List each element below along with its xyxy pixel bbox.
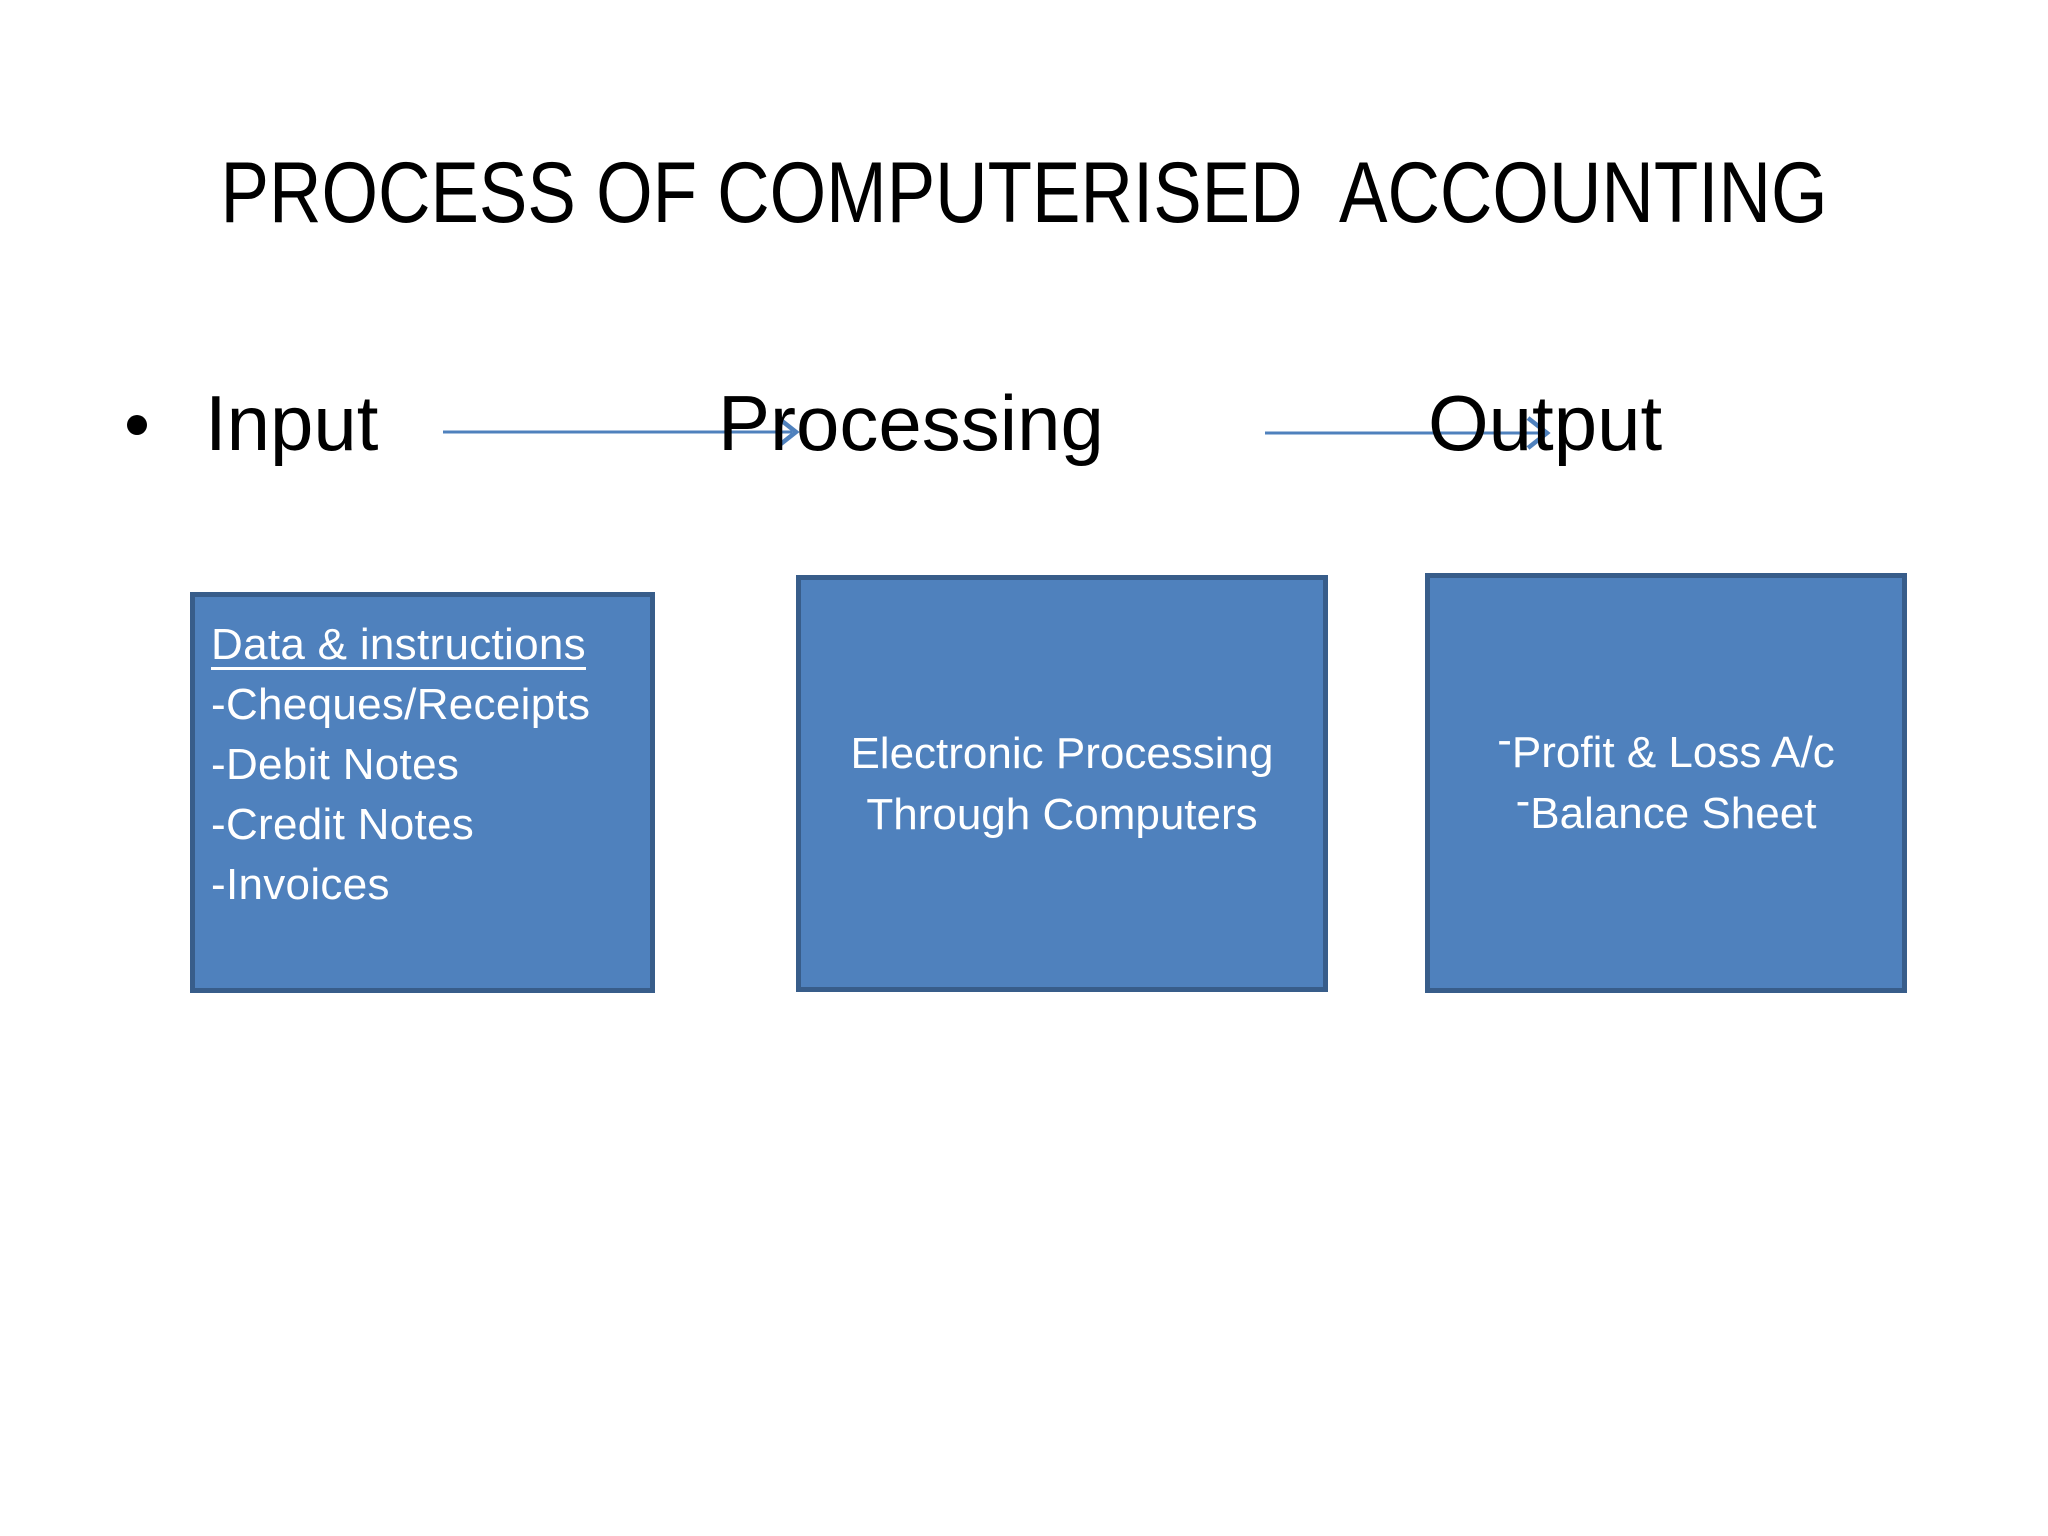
slide-title: PROCESS OF COMPUTERISED ACCOUNTING (220, 145, 1828, 241)
input-box-heading: Data & instructions (211, 620, 586, 669)
processing-box-line: Electronic Processing (850, 728, 1274, 778)
right-arrow-icon (1265, 416, 1551, 450)
processing-box-line: Through Computers (866, 789, 1258, 839)
output-box-item: -Balance Sheet (1516, 777, 1817, 844)
flow-step-output: Output (1428, 379, 1663, 467)
output-box-item: -Profit & Loss A/c (1497, 716, 1835, 783)
right-arrow-icon (443, 415, 800, 449)
bullet-icon (127, 415, 147, 435)
input-box: Data & instructions -Cheques/Receipts -D… (190, 592, 655, 993)
output-box: -Profit & Loss A/c -Balance Sheet (1425, 573, 1907, 993)
flow-step-processing: Processing (718, 379, 1104, 467)
input-box-item: -Credit Notes (211, 800, 475, 849)
output-box-item-text: Profit & Loss A/c (1511, 728, 1835, 777)
input-box-item: -Debit Notes (211, 740, 460, 789)
processing-box: Electronic Processing Through Computers (796, 575, 1328, 992)
input-box-item: -Invoices (211, 860, 390, 909)
output-box-item-text: Balance Sheet (1530, 789, 1817, 838)
raised-dash: - (1497, 715, 1512, 765)
input-box-item: -Cheques/Receipts (211, 680, 591, 729)
raised-dash: - (1515, 776, 1531, 826)
flow-step-input: Input (205, 379, 379, 467)
